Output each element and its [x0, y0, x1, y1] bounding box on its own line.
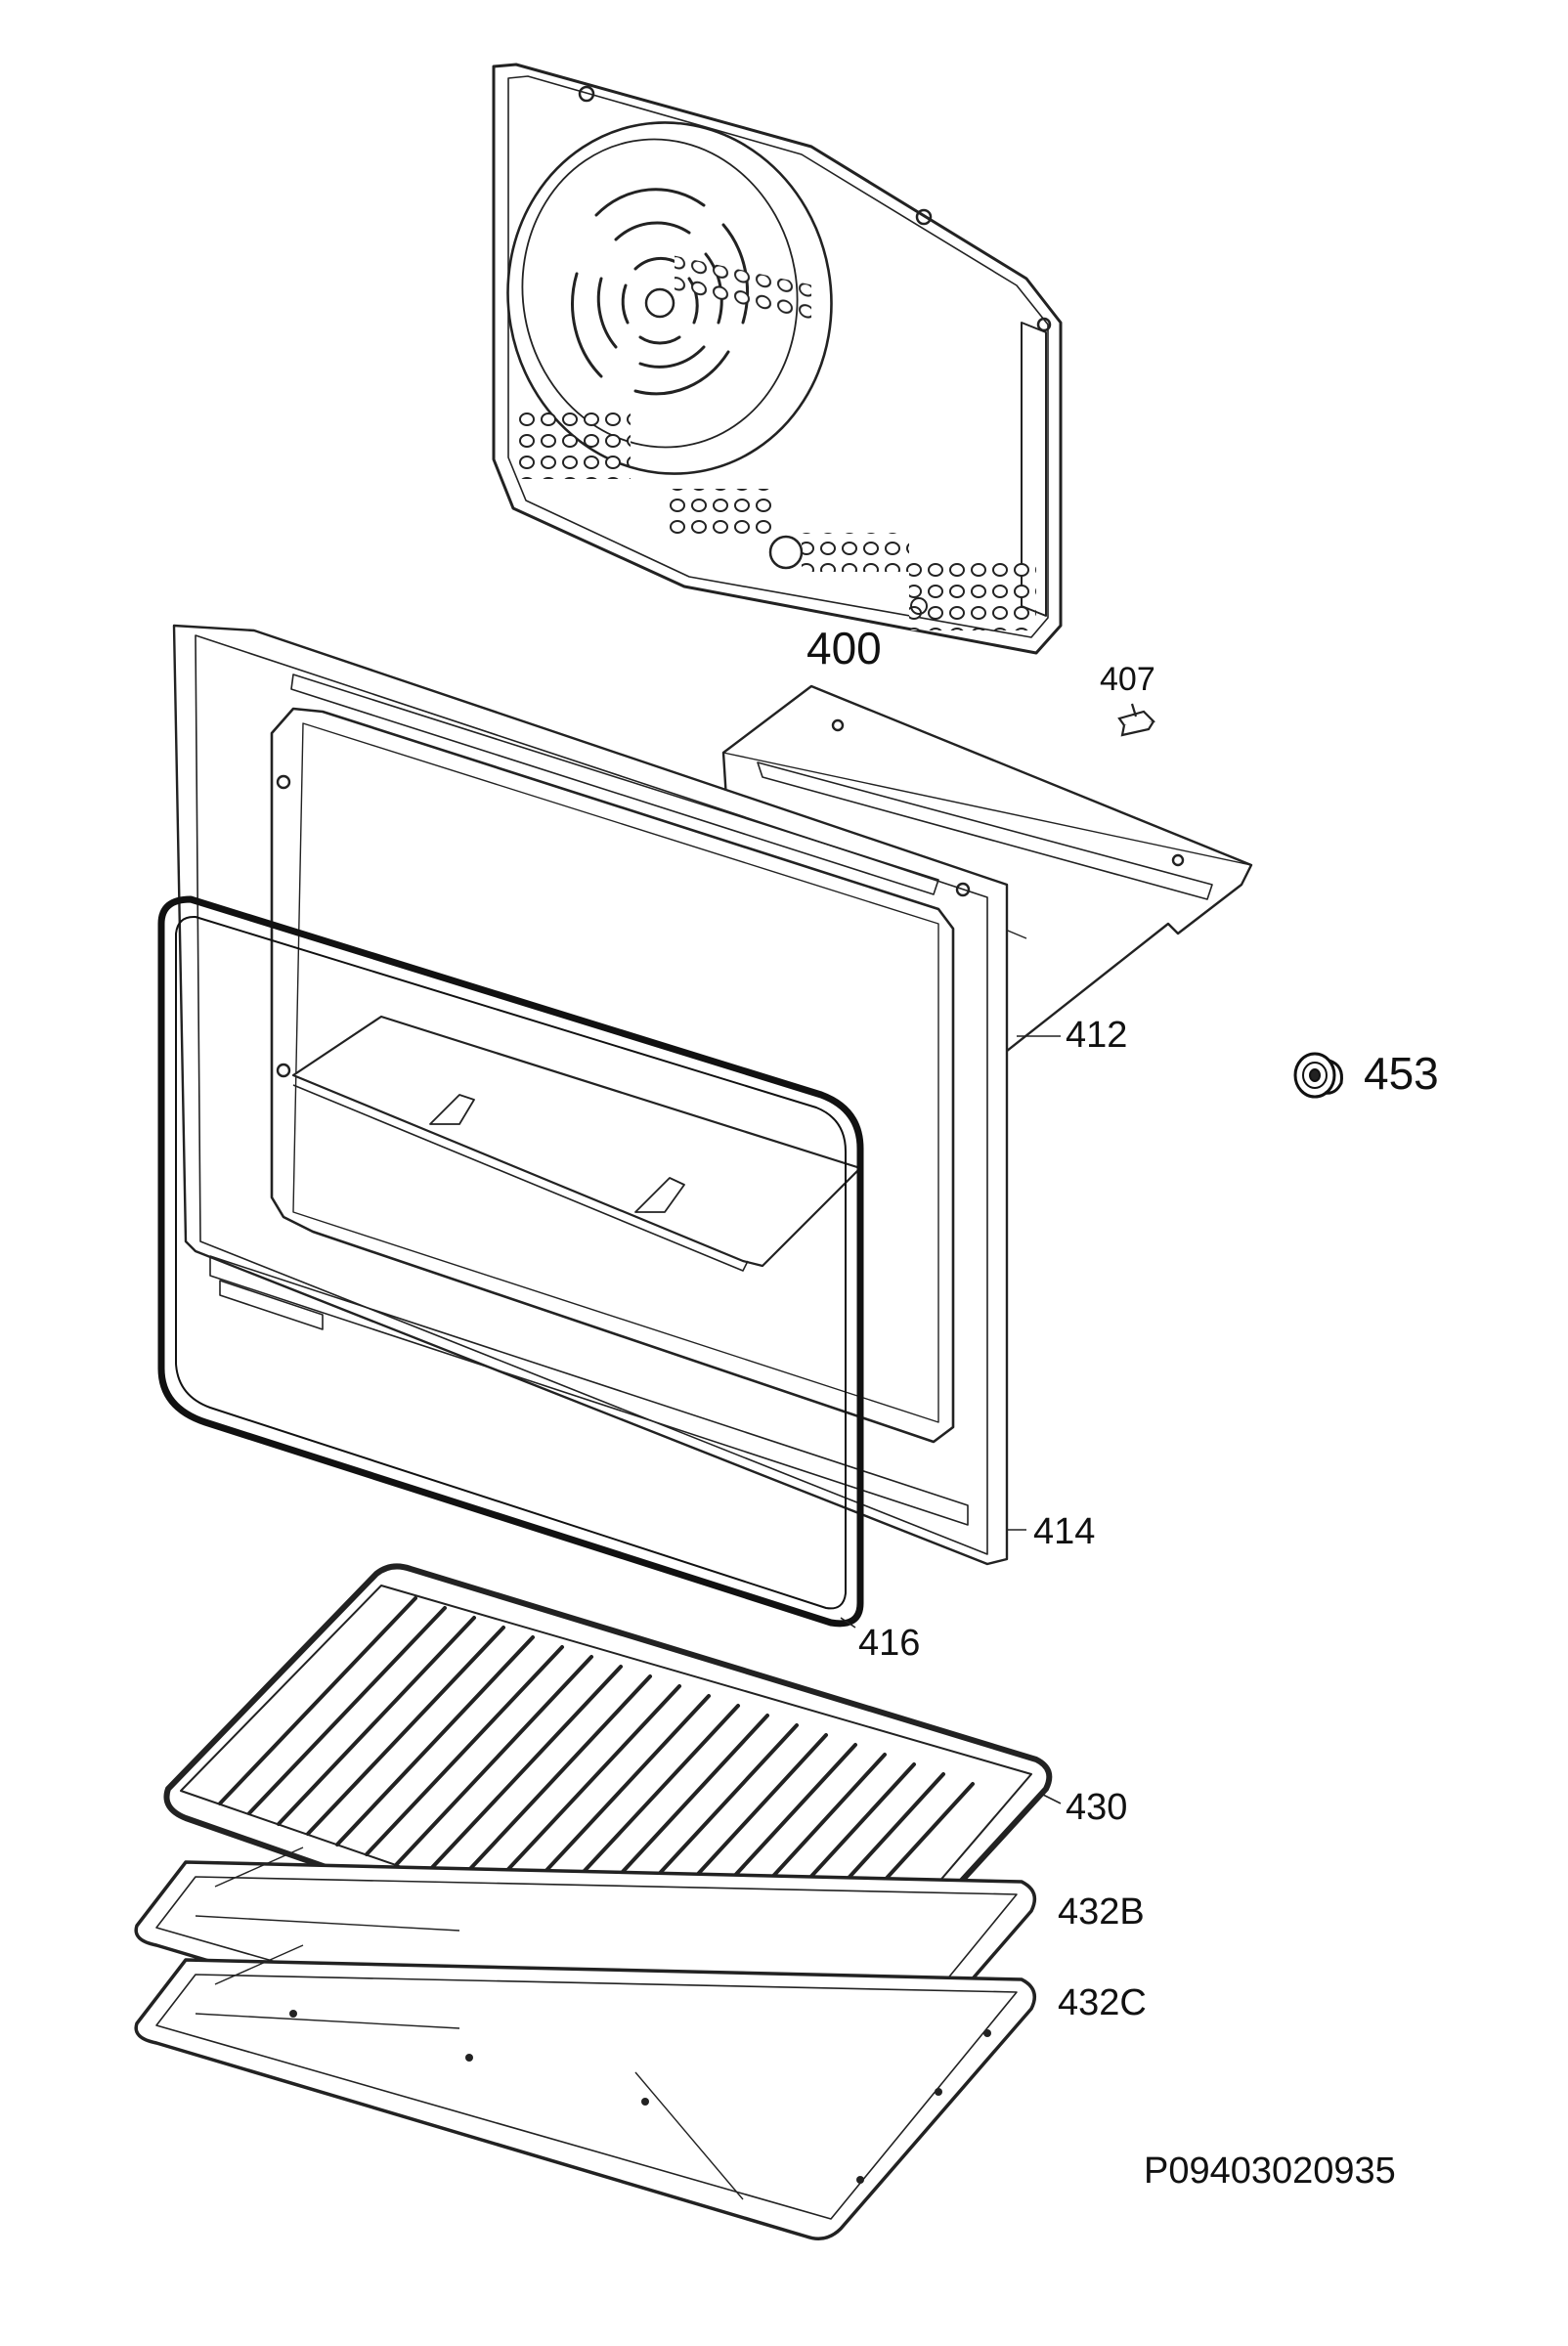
part-label-432C: 432C	[1058, 1982, 1147, 2023]
part-label-400: 400	[806, 623, 882, 673]
door-gasket-drawing	[161, 899, 860, 1624]
part-label-412: 412	[1066, 1015, 1128, 1056]
knob-cap-drawing	[1295, 1054, 1342, 1097]
part-label-407: 407	[1100, 661, 1155, 698]
part-label-416: 416	[858, 1623, 921, 1664]
part-label-453: 453	[1364, 1048, 1439, 1099]
clip-drawing	[1119, 704, 1154, 735]
back-panel-drawing	[480, 65, 1061, 653]
part-label-432B: 432B	[1058, 1891, 1145, 1933]
drawing-number: P09403020935	[1144, 2150, 1396, 2192]
part-label-430: 430	[1066, 1787, 1128, 1828]
part-label-414: 414	[1033, 1511, 1096, 1552]
front-frame-drawing	[174, 626, 1007, 1564]
baking-tray-c-drawing	[136, 1945, 1034, 2238]
leader-lines	[840, 1035, 1062, 1804]
